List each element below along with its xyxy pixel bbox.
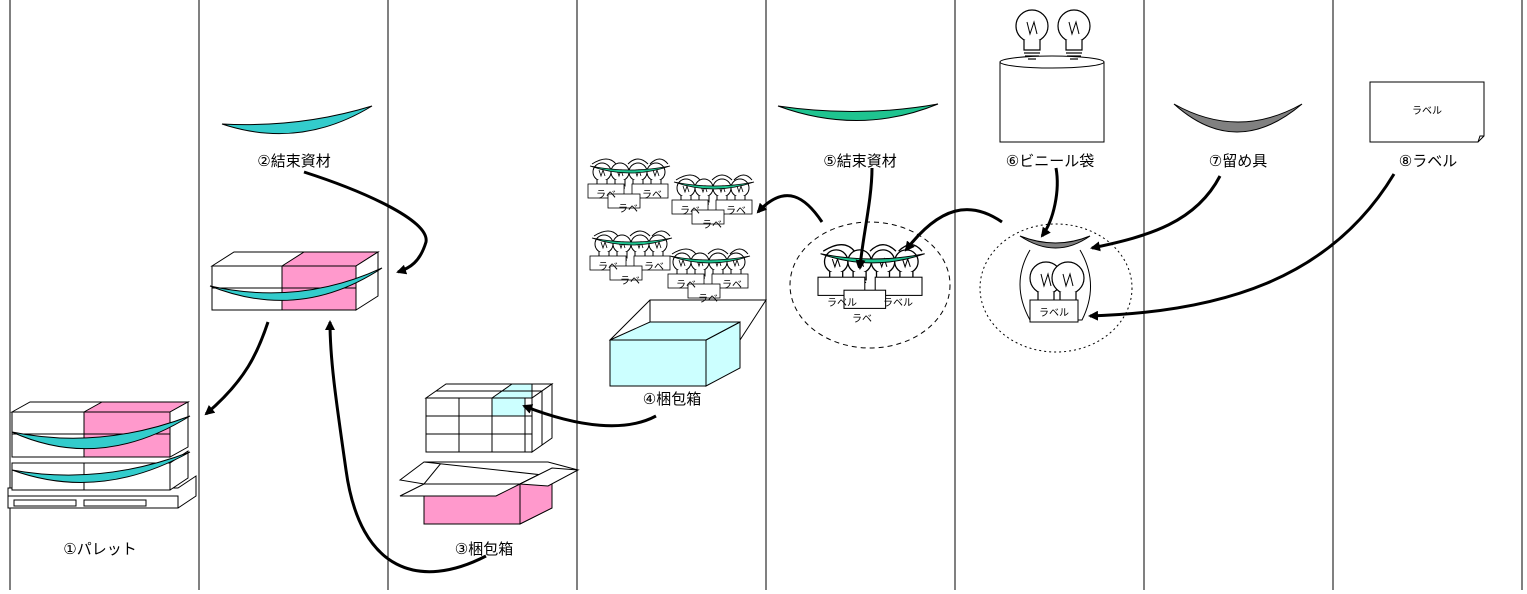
svg-text:ラベル: ラベル [1039,307,1069,319]
svg-text:ラベ: ラベ [618,203,638,215]
svg-text:ラベ: ラベ [642,189,662,201]
caption-binding-material: ②結束資材 [257,152,331,170]
bundle-detail-circle [789,221,951,349]
svg-text:ラベル: ラベル [883,297,913,309]
caption-binding-material-5: ⑤結束資材 [823,152,897,170]
svg-text:ラベ: ラベ [722,279,742,291]
svg-text:ラベ: ラベ [644,261,664,273]
svg-text:ラベ: ラベ [680,205,700,217]
tag-texts: ラベル ラベル ラベル ラベル ラベ ラベ ラベ ラベ ラベ ラベ ラベ ラベ … [596,105,1442,325]
strap-green-icon [777,103,939,121]
svg-text:ラベル: ラベル [827,297,857,309]
clip-icon [1173,103,1303,133]
svg-text:ラベ: ラベ [676,279,696,291]
label-card-icon [1369,81,1485,143]
caption-pallet: ①パレット [63,540,137,558]
strapped-box [209,251,383,311]
svg-text:ラベ: ラベ [596,189,616,201]
case-grid [424,383,554,453]
cyan-open-box [608,299,767,387]
pallet-stack [7,401,197,509]
caption-packing-box-4: ④梱包箱 [642,390,702,408]
svg-text:ラベ: ラベ [598,261,618,273]
caption-clip: ⑦留め具 [1208,152,1268,170]
caption-plastic-bag: ⑥ビニール袋 [1005,152,1095,170]
bagged-bulb-circle [979,223,1133,353]
caption-packing-box-3: ③梱包箱 [454,540,514,558]
plastic-bag-icon [999,9,1105,143]
strap-teal-icon [221,105,373,135]
svg-text:ラベ: ラベ [702,219,722,231]
svg-text:ラベ: ラベ [726,205,746,217]
svg-text:ラベ: ラベ [852,313,872,325]
column-dividers [9,0,1523,590]
flow-arrows [204,167,1396,574]
bundles-group [588,159,754,298]
bagged-bulb [1019,235,1091,323]
pink-open-box [398,461,580,525]
svg-text:ラベ: ラベ [698,293,718,305]
caption-label: ⑧ラベル [1398,152,1458,170]
svg-text:ラベ: ラベ [620,275,640,287]
svg-text:ラベル: ラベル [1412,105,1442,117]
